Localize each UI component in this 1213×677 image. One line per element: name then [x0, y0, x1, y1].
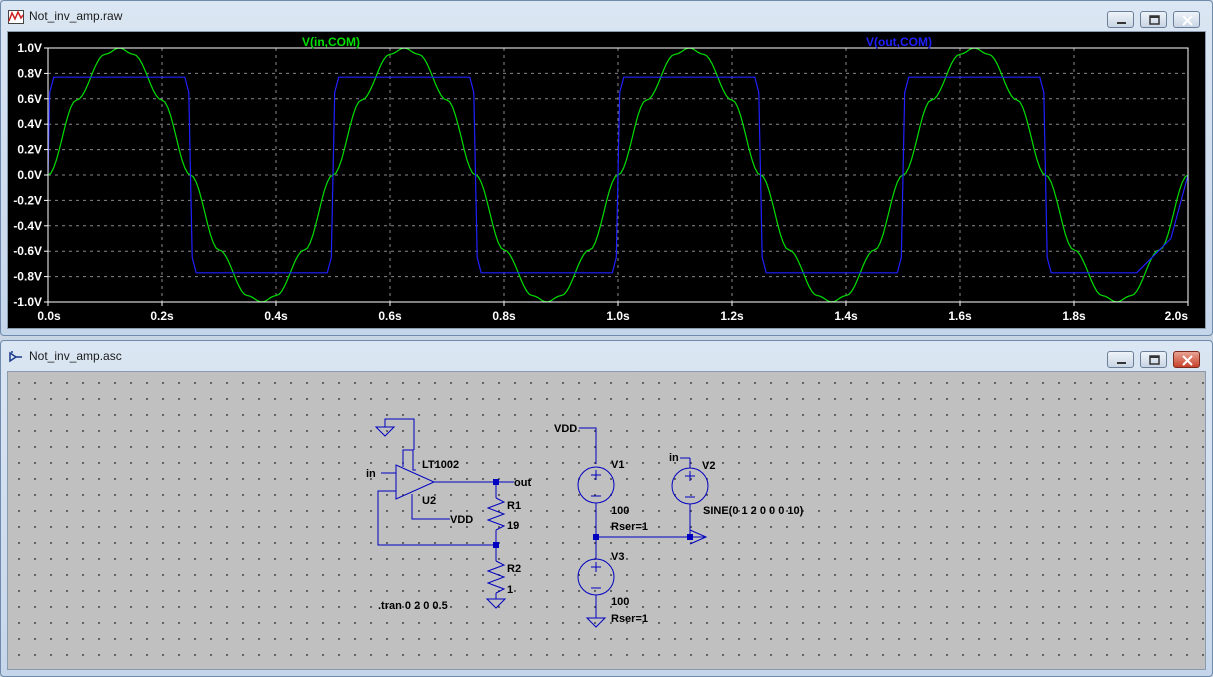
ground-symbol-v3[interactable] — [585, 595, 607, 628]
waveform-icon — [8, 10, 24, 24]
schematic-icon — [9, 351, 22, 363]
label-v2-ref[interactable]: V2 — [702, 460, 715, 472]
minimize-button[interactable] — [1107, 11, 1134, 28]
trace-label-out[interactable]: V(out,COM) — [866, 35, 932, 49]
y-tick-label: -0.2V — [13, 193, 42, 207]
x-tick-label: 0.4s — [264, 309, 288, 323]
maximize-button[interactable] — [1140, 351, 1167, 368]
label-net-in-opamp[interactable]: in — [366, 468, 376, 480]
series-line-v-out — [47, 76, 1189, 274]
label-net-vdd-supply[interactable]: VDD — [554, 423, 577, 435]
v2-polarity[interactable] — [685, 471, 695, 498]
ground-symbol-r2[interactable] — [485, 593, 507, 609]
schematic-drawing[interactable]: LT1002 U2 in out VDD R1 19 R2 1 .tran 0 … — [8, 372, 1207, 671]
label-v1-rser[interactable]: Rser=1 — [611, 521, 648, 533]
plot-window-titlebar[interactable]: Not_inv_amp.raw — [1, 1, 1212, 31]
schematic-window-titlebar[interactable]: Not_inv_amp.asc — [1, 341, 1212, 371]
x-tick-label: 2.0s — [1165, 309, 1189, 323]
maximize-icon — [1149, 15, 1160, 25]
junction-mid — [593, 534, 599, 540]
label-r1-ref[interactable]: R1 — [507, 500, 521, 512]
junction-out — [493, 479, 499, 485]
x-tick-label: 0.0s — [37, 309, 61, 323]
label-opamp-ref[interactable]: U2 — [422, 495, 436, 507]
x-tick-label: 1.4s — [834, 309, 858, 323]
maximize-button[interactable] — [1140, 11, 1167, 28]
label-v1-value[interactable]: 100 — [611, 505, 629, 517]
schematic-window-title: Not_inv_amp.asc — [29, 349, 122, 363]
y-tick-label: 0.6V — [17, 92, 42, 106]
label-v2-value[interactable]: SINE(0 1 2 0 0 0 10) — [703, 505, 804, 517]
v3-polarity[interactable] — [591, 562, 601, 589]
resistor-r2[interactable] — [486, 560, 506, 594]
wire-opamp-ground[interactable] — [402, 449, 416, 471]
plot-window-title: Not_inv_amp.raw — [29, 9, 123, 23]
ground-symbol-opamp[interactable] — [374, 418, 415, 450]
minimize-icon — [1117, 22, 1126, 24]
label-r2-value[interactable]: 1 — [507, 584, 513, 596]
x-tick-label: 1.6s — [948, 309, 972, 323]
x-tick-label: 1.2s — [720, 309, 744, 323]
x-tick-label: 1.8s — [1062, 309, 1086, 323]
label-r1-value[interactable]: 19 — [507, 520, 519, 532]
label-r2-ref[interactable]: R2 — [507, 563, 521, 575]
y-tick-label: -1.0V — [13, 295, 42, 309]
junction-com — [687, 534, 693, 540]
x-tick-label: 0.2s — [150, 309, 174, 323]
tran-directive[interactable]: .tran 0 2 0 0.5 — [378, 600, 448, 612]
schematic-window[interactable]: Not_inv_amp.asc — [0, 340, 1213, 677]
waveform-chart[interactable]: 0.0s 0.2s 0.4s 0.6s 0.8s 1.0s 1.2s 1.4s 1.6s 1.8s… — [8, 32, 1207, 330]
y-tick-label: -0.4V — [13, 219, 42, 233]
trace-label-in[interactable]: V(in,COM) — [302, 35, 360, 49]
x-tick-label: 0.6s — [378, 309, 402, 323]
wire-vdd-supply[interactable] — [579, 427, 597, 464]
plot-window[interactable]: Not_inv_amp.raw 0.0s 0.2s 0.4s 0.6s 0.8s 1.0s… — [0, 0, 1213, 336]
x-tick-label: 0.8s — [492, 309, 516, 323]
junction-feedback — [493, 542, 499, 548]
y-tick-label: 1.0V — [17, 41, 42, 55]
y-tick-label: -0.6V — [13, 244, 42, 258]
label-v3-rser[interactable]: Rser=1 — [611, 613, 648, 625]
close-icon — [1182, 355, 1193, 366]
minimize-button[interactable] — [1107, 351, 1134, 368]
v1-polarity[interactable] — [591, 470, 601, 497]
opamp-symbol[interactable] — [395, 464, 436, 500]
close-button[interactable] — [1173, 351, 1200, 368]
y-tick-label: 0.2V — [17, 143, 42, 157]
y-tick-label: -0.8V — [13, 270, 42, 284]
y-tick-label: 0.0V — [17, 168, 42, 182]
y-tick-label: 0.4V — [17, 117, 42, 131]
label-net-vdd-opamp[interactable]: VDD — [450, 514, 473, 526]
label-net-out[interactable]: out — [514, 477, 531, 489]
label-opamp-model[interactable]: LT1002 — [422, 459, 459, 471]
wire-feedback[interactable] — [377, 490, 496, 546]
minimize-icon — [1117, 362, 1126, 364]
label-v3-ref[interactable]: V3 — [611, 551, 624, 563]
x-tick-label: 1.0s — [606, 309, 630, 323]
chart-series — [47, 47, 1189, 303]
resistor-r1[interactable] — [486, 497, 506, 531]
chart-ticks: 0.0s 0.2s 0.4s 0.6s 0.8s 1.0s 1.2s 1.4s 1.6s 1.8s… — [13, 41, 1189, 323]
label-v1-ref[interactable]: V1 — [611, 459, 624, 471]
plot-pane[interactable]: 0.0s 0.2s 0.4s 0.6s 0.8s 1.0s 1.2s 1.4s 1.6s 1.8s… — [7, 31, 1206, 329]
label-v3-value[interactable]: 100 — [611, 596, 629, 608]
com-flag[interactable] — [689, 529, 708, 545]
close-button[interactable] — [1173, 11, 1200, 28]
close-icon — [1182, 15, 1193, 26]
wire-opamp-vdd[interactable] — [411, 494, 450, 520]
y-tick-label: 0.8V — [17, 66, 42, 80]
schematic-canvas[interactable]: LT1002 U2 in out VDD R1 19 R2 1 .tran 0 … — [7, 371, 1206, 670]
label-net-in-source[interactable]: in — [669, 452, 679, 464]
maximize-icon — [1149, 355, 1160, 365]
